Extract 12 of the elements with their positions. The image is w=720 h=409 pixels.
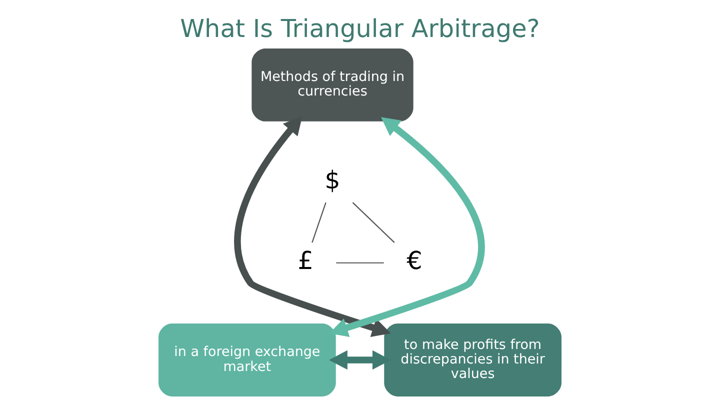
- node-box: to make profits from discrepancies in their values: [384, 324, 562, 396]
- node-text: £: [298, 246, 314, 276]
- node-box: Methods of trading in currencies: [252, 48, 414, 122]
- connector: [352, 202, 395, 243]
- connector: [312, 202, 326, 243]
- connector: [336, 262, 384, 264]
- arrow: [234, 116, 391, 337]
- node-text: $: [324, 165, 340, 194]
- node-text: €: [406, 246, 422, 276]
- node-box: in a foreign exchange market: [158, 324, 336, 396]
- arrow: [329, 117, 484, 337]
- diagram-title: What Is Triangular Arbitrage?: [180, 14, 540, 43]
